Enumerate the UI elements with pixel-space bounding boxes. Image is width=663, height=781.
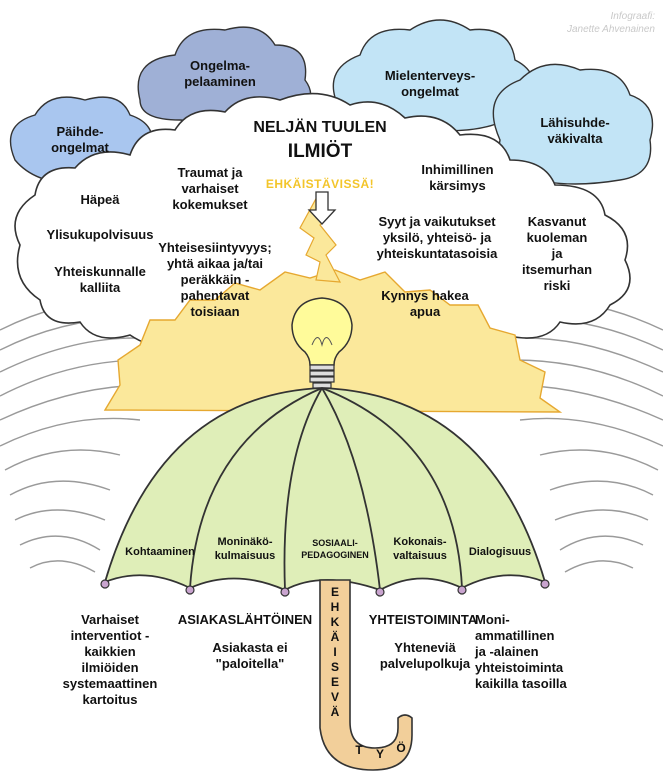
handle-letter: E: [330, 675, 339, 689]
credit-text: Infograafi: Janette Ahvenainen: [566, 11, 655, 35]
handle-letter: S: [330, 660, 339, 674]
bottom-asiakaslahtoinen: ASIAKASLÄHTÖINEN: [177, 612, 313, 627]
cloud-label-mielenterveys: Mielenterveys- ongelmat: [384, 68, 476, 99]
label-kynnys: Kynnys hakea apua: [381, 288, 469, 319]
handle-letter: E: [330, 585, 339, 599]
arrow-down-icon: [307, 191, 337, 225]
umbrella-handle: [319, 579, 413, 771]
label-traumat: Traumat ja varhaiset kokemukset: [172, 165, 248, 212]
wind-lines-left: [0, 299, 151, 573]
tyo-letter: Ö: [396, 741, 406, 755]
label-kasvanut: Kasvanut kuoleman ja itsemurhan riski: [521, 214, 593, 293]
handle-letter: Ä: [330, 705, 340, 719]
segment-kokonais: Kokonais- valtaisuus: [393, 536, 447, 562]
label-ylisukupolvisuus: Ylisukupolvisuus: [46, 227, 154, 242]
light-bulb-icon: [291, 297, 353, 389]
bottom-moniammatillinen: Moni- ammatillinen ja -alainen yhteistoi…: [475, 612, 567, 691]
label-inhimillinen: Inhimillinen kärsimys: [421, 162, 494, 193]
handle-letter: Ä: [330, 630, 340, 644]
umbrella-tips: [100, 579, 550, 597]
cloud-label-paihde: Päihde- ongelmat: [51, 124, 109, 155]
segment-kohtaaminen: Kohtaaminen: [125, 546, 195, 558]
label-kalliita: Yhteiskunnalle kalliita: [54, 264, 146, 295]
segment-dialogisuus: Dialogisuus: [468, 546, 532, 558]
handle-letter: I: [333, 645, 337, 659]
title-line-2: ILMIÖT: [287, 141, 353, 162]
bottom-paloitella: Asiakasta ei "paloitella": [212, 640, 288, 671]
bottom-yhteistoiminta: YHTEISTOIMINTA: [368, 612, 478, 627]
tyo-letter: Y: [375, 747, 384, 761]
tyo-letter: T: [355, 743, 363, 757]
label-syyt: Syyt ja vaikutukset yksilö, yhteisö- ja …: [376, 214, 498, 261]
wind-lines-right: [509, 299, 663, 573]
label-hapea: Häpeä: [80, 192, 120, 207]
segment-moninako: Moninäkö- kulmaisuus: [214, 536, 276, 562]
bottom-varhaiset: Varhaiset interventiot - kaikkien ilmiöi…: [62, 612, 158, 707]
cloud-label-ongelmapelaaminen: Ongelma- pelaaminen: [184, 58, 256, 89]
handle-letter: H: [330, 600, 340, 614]
segment-sosiaali: SOSIAALI- PEDAGOGINEN: [301, 538, 369, 560]
bottom-palvelupolku: Yhteneviä palvelupolkuja: [379, 640, 471, 671]
cloud-label-lahisuhde: Lähisuhde- väkivalta: [540, 115, 610, 146]
handle-letter: V: [330, 690, 339, 704]
warning-label: EHKÄISTÄVISSÄ!: [265, 177, 375, 191]
label-yhteisesiintyvyys: Yhteisesiintyvyys; yhtä aikaa ja/tai per…: [158, 240, 272, 319]
title-line-1: NELJÄN TUULEN: [253, 119, 387, 136]
handle-letter: K: [330, 615, 340, 629]
